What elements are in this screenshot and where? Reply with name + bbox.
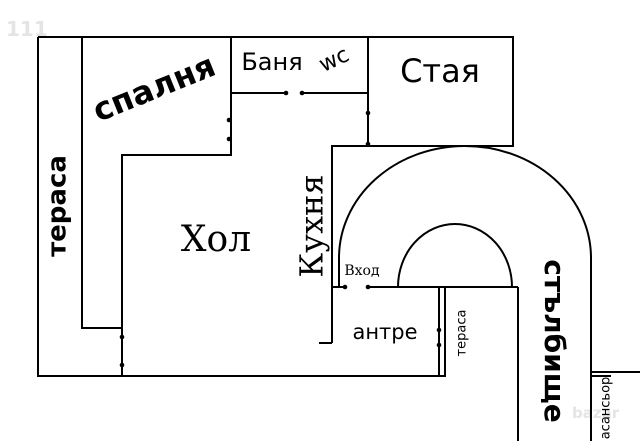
room-label-antre: антре <box>352 320 417 344</box>
room-label-hall: Хол <box>181 219 251 260</box>
outer-walls <box>37 36 518 377</box>
interior-walls <box>81 37 445 376</box>
room-label-kitchen: Кухня <box>293 174 331 277</box>
room-label-bedroom: спалня <box>87 46 221 129</box>
room-label-terrace-small: тераса <box>455 310 470 357</box>
door-markers <box>119 90 442 368</box>
room-label-entrance: Вход <box>344 263 380 279</box>
elevator-shaft <box>590 371 640 441</box>
room-label-wc: wc <box>315 42 353 77</box>
room-label-elevator: асансьор <box>599 377 614 440</box>
room-label-room: Стая <box>400 52 480 90</box>
watermark-bottom-right: bazar <box>572 404 620 422</box>
room-label-terrace-left: тераса <box>43 155 73 257</box>
room-label-bathroom: Баня <box>241 48 302 76</box>
staircase-outline <box>338 145 611 441</box>
room-label-staircase: стълбище <box>538 259 571 423</box>
